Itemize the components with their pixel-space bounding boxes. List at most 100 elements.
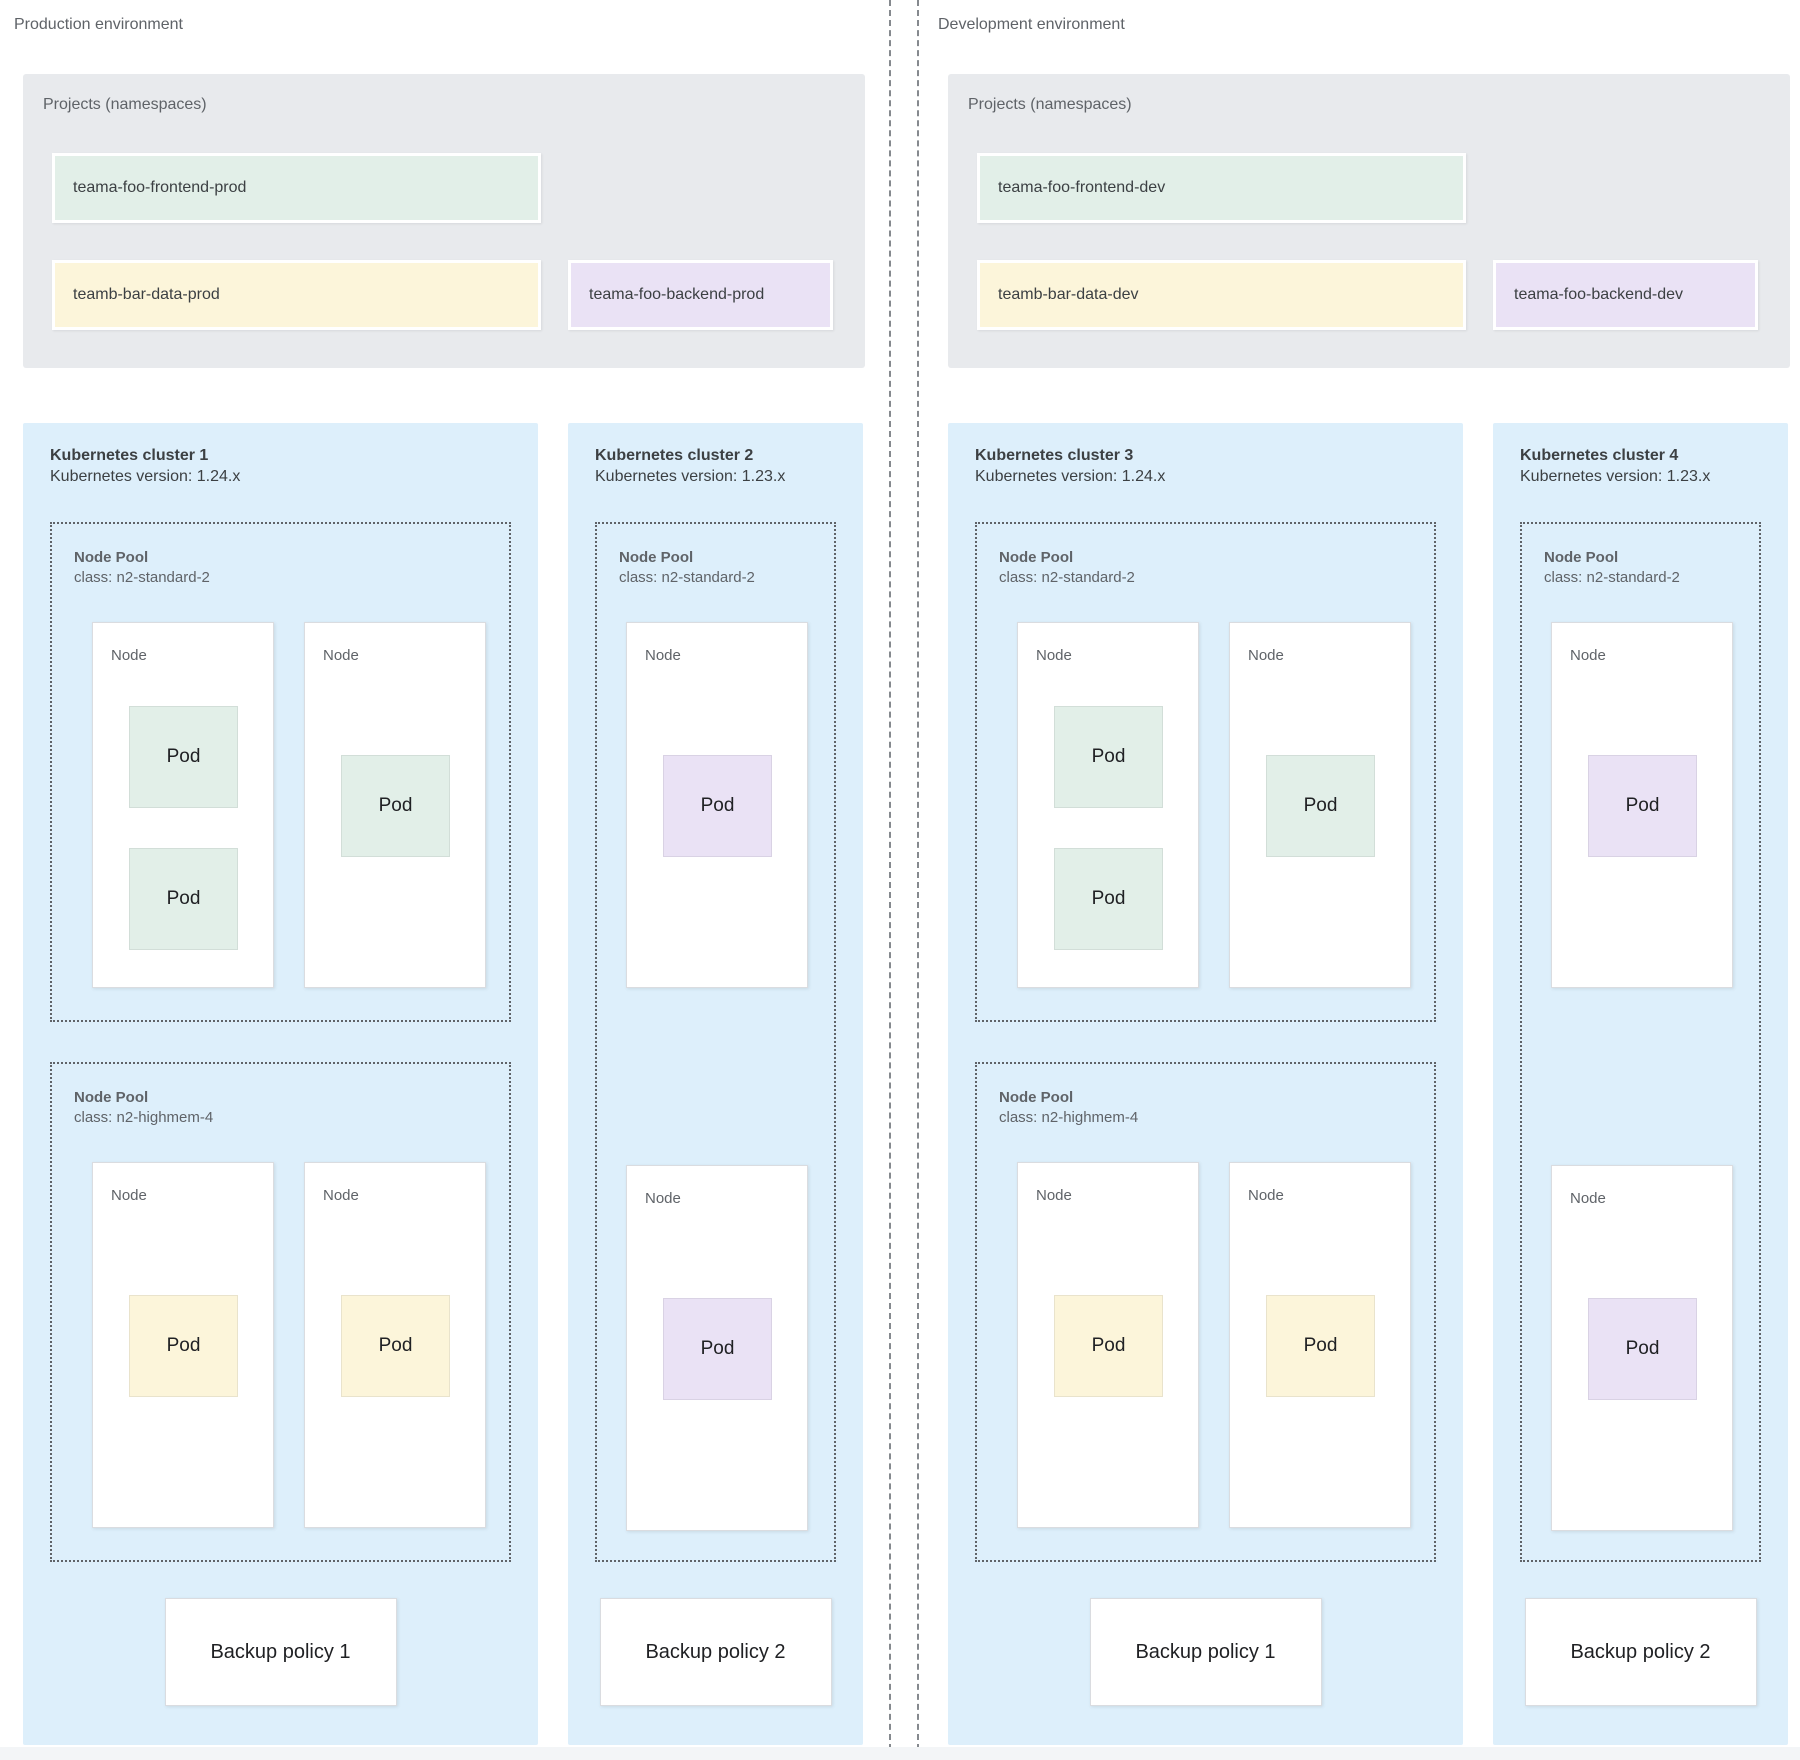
node-pool-class: class: n2-highmem-4 — [74, 1109, 214, 1126]
namespace-box: teama-foo-frontend-prod — [52, 153, 541, 223]
node-box: Node Pod — [1551, 622, 1733, 988]
cluster-version: Kubernetes version: 1.24.x — [50, 468, 241, 485]
pod-label: Pod — [1625, 795, 1660, 816]
projects-namespaces-panel: Projects (namespaces) teama-foo-frontend… — [948, 74, 1790, 368]
namespace-label: teamb-bar-data-prod — [73, 286, 220, 303]
cluster-version: Kubernetes version: 1.24.x — [975, 468, 1166, 485]
node-label: Node — [645, 647, 681, 664]
production-environment-section: Production environment Projects (namespa… — [0, 0, 870, 1760]
node-pool-header: Node Pool class: n2-standard-2 — [1544, 548, 1680, 588]
node-box: Node Pod Pod — [1017, 622, 1199, 988]
environment-label: Production environment — [14, 16, 183, 33]
cluster-version: Kubernetes version: 1.23.x — [595, 468, 786, 485]
node-label: Node — [1570, 647, 1606, 664]
node-pool-class: class: n2-standard-2 — [999, 569, 1135, 586]
namespace-box: teama-foo-backend-dev — [1493, 260, 1758, 330]
node-pool: Node Pool class: n2-highmem-4 Node Pod N… — [975, 1062, 1436, 1562]
backup-policy-label: Backup policy 1 — [210, 1640, 351, 1663]
pod-label: Pod — [1091, 1335, 1126, 1356]
node-box: Node Pod — [92, 1162, 274, 1528]
pod-box: Pod — [663, 1298, 772, 1400]
cluster-title: Kubernetes cluster 1 — [50, 447, 209, 464]
projects-namespaces-title: Projects (namespaces) — [43, 96, 207, 113]
node-box: Node Pod — [1551, 1165, 1733, 1531]
backup-policy-box: Backup policy 2 — [599, 1598, 832, 1706]
namespace-box: teamb-bar-data-prod — [52, 260, 541, 330]
cluster-title: Kubernetes cluster 4 — [1520, 447, 1679, 464]
pod-box: Pod — [1054, 848, 1163, 950]
namespace-label: teama-foo-frontend-dev — [998, 179, 1166, 196]
node-pool-title: Node Pool — [74, 549, 149, 566]
cluster-header: Kubernetes cluster 2 Kubernetes version:… — [595, 445, 785, 487]
pod-label: Pod — [166, 746, 201, 767]
backup-policy-label: Backup policy 1 — [1135, 1640, 1276, 1663]
node-label: Node — [111, 647, 147, 664]
node-pool-title: Node Pool — [74, 1089, 149, 1106]
pod-label: Pod — [166, 1335, 201, 1356]
node-box: Node Pod — [1017, 1162, 1199, 1528]
pod-label: Pod — [700, 795, 735, 816]
pod-label: Pod — [1625, 1338, 1660, 1359]
node-pool: Node Pool class: n2-standard-2 Node Pod … — [1520, 522, 1761, 1562]
backup-policy-box: Backup policy 1 — [164, 1598, 397, 1706]
node-label: Node — [1570, 1190, 1606, 1207]
node-pool-title: Node Pool — [1544, 549, 1619, 566]
node-box: Node Pod — [626, 1165, 808, 1531]
kubernetes-cluster-panel: Kubernetes cluster 3 Kubernetes version:… — [948, 423, 1463, 1745]
page-bottom-strip — [0, 1747, 1800, 1760]
pod-box: Pod — [129, 1295, 238, 1397]
pod-box: Pod — [1588, 755, 1697, 857]
node-label: Node — [1036, 647, 1072, 664]
node-box: Node Pod — [304, 622, 486, 988]
node-pool-class: class: n2-standard-2 — [1544, 569, 1680, 586]
pod-box: Pod — [1266, 755, 1375, 857]
pod-box: Pod — [663, 755, 772, 857]
pod-box: Pod — [341, 755, 450, 857]
node-box: Node Pod — [626, 622, 808, 988]
node-label: Node — [1036, 1187, 1072, 1204]
environment-divider-line — [889, 0, 891, 1760]
pod-label: Pod — [700, 1338, 735, 1359]
pod-box: Pod — [1054, 706, 1163, 808]
pod-label: Pod — [1303, 1335, 1338, 1356]
kubernetes-cluster-panel: Kubernetes cluster 2 Kubernetes version:… — [568, 423, 863, 1745]
node-pool: Node Pool class: n2-highmem-4 Node Pod N… — [50, 1062, 511, 1562]
backup-policy-label: Backup policy 2 — [645, 1640, 786, 1663]
pod-label: Pod — [1091, 888, 1126, 909]
cluster-header: Kubernetes cluster 4 Kubernetes version:… — [1520, 445, 1710, 487]
node-pool-title: Node Pool — [999, 1089, 1074, 1106]
namespace-box: teama-foo-frontend-dev — [977, 153, 1466, 223]
node-label: Node — [1248, 647, 1284, 664]
namespace-label: teama-foo-backend-dev — [1514, 286, 1683, 303]
environment-label: Development environment — [938, 16, 1125, 33]
environment-divider-line — [917, 0, 919, 1760]
node-label: Node — [1248, 1187, 1284, 1204]
node-pool-header: Node Pool class: n2-highmem-4 — [74, 1088, 213, 1128]
pod-box: Pod — [1054, 1295, 1163, 1397]
pod-label: Pod — [1303, 795, 1338, 816]
backup-policy-box: Backup policy 1 — [1089, 1598, 1322, 1706]
pod-box: Pod — [341, 1295, 450, 1397]
node-box: Node Pod — [1229, 1162, 1411, 1528]
node-label: Node — [111, 1187, 147, 1204]
pod-label: Pod — [378, 795, 413, 816]
namespace-label: teama-foo-frontend-prod — [73, 179, 247, 196]
node-pool: Node Pool class: n2-standard-2 Node Pod … — [595, 522, 836, 1562]
backup-policy-label: Backup policy 2 — [1570, 1640, 1711, 1663]
pod-label: Pod — [378, 1335, 413, 1356]
namespace-box: teama-foo-backend-prod — [568, 260, 833, 330]
node-box: Node Pod — [1229, 622, 1411, 988]
node-label: Node — [323, 1187, 359, 1204]
node-box: Node Pod — [304, 1162, 486, 1528]
projects-namespaces-panel: Projects (namespaces) teama-foo-frontend… — [23, 74, 865, 368]
node-pool-header: Node Pool class: n2-highmem-4 — [999, 1088, 1138, 1128]
pod-label: Pod — [1091, 746, 1126, 767]
node-pool-title: Node Pool — [619, 549, 694, 566]
backup-policy-box: Backup policy 2 — [1524, 1598, 1757, 1706]
node-pool: Node Pool class: n2-standard-2 Node Pod … — [50, 522, 511, 1022]
namespace-label: teamb-bar-data-dev — [998, 286, 1139, 303]
cluster-title: Kubernetes cluster 3 — [975, 447, 1134, 464]
namespace-label: teama-foo-backend-prod — [589, 286, 765, 303]
node-pool-class: class: n2-highmem-4 — [999, 1109, 1139, 1126]
node-label: Node — [323, 647, 359, 664]
